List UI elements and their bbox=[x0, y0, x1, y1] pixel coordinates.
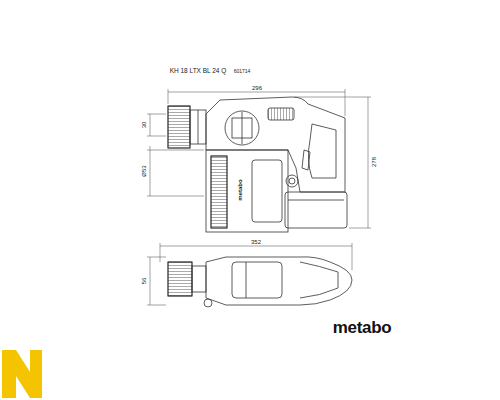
side-view bbox=[168, 97, 347, 232]
handle-opening bbox=[308, 124, 336, 178]
dimension-lines bbox=[147, 89, 371, 305]
dimension-label: 352 bbox=[250, 239, 262, 245]
brand-marking: metabo bbox=[237, 179, 243, 200]
mode-selector bbox=[225, 111, 259, 145]
motor-housing bbox=[206, 150, 288, 232]
chuck bbox=[168, 106, 190, 148]
model-title: KH 18 LTX BL 24 Q bbox=[170, 68, 227, 75]
battery-pack bbox=[285, 192, 347, 228]
chuck-collar bbox=[190, 110, 206, 144]
brand-logo: metabo bbox=[333, 319, 392, 336]
chuck-top bbox=[168, 262, 192, 296]
dimension-label: 278 bbox=[371, 156, 377, 168]
corner-logo bbox=[2, 350, 42, 398]
body-top bbox=[206, 257, 352, 305]
dimension-label: 296 bbox=[251, 85, 263, 91]
trigger bbox=[302, 150, 310, 170]
dimension-label: Ø53 bbox=[141, 164, 147, 177]
dimension-label: 56 bbox=[141, 277, 147, 286]
top-view bbox=[168, 257, 352, 307]
dimension-label: 30 bbox=[141, 121, 147, 130]
article-number: 601714 bbox=[234, 69, 251, 74]
